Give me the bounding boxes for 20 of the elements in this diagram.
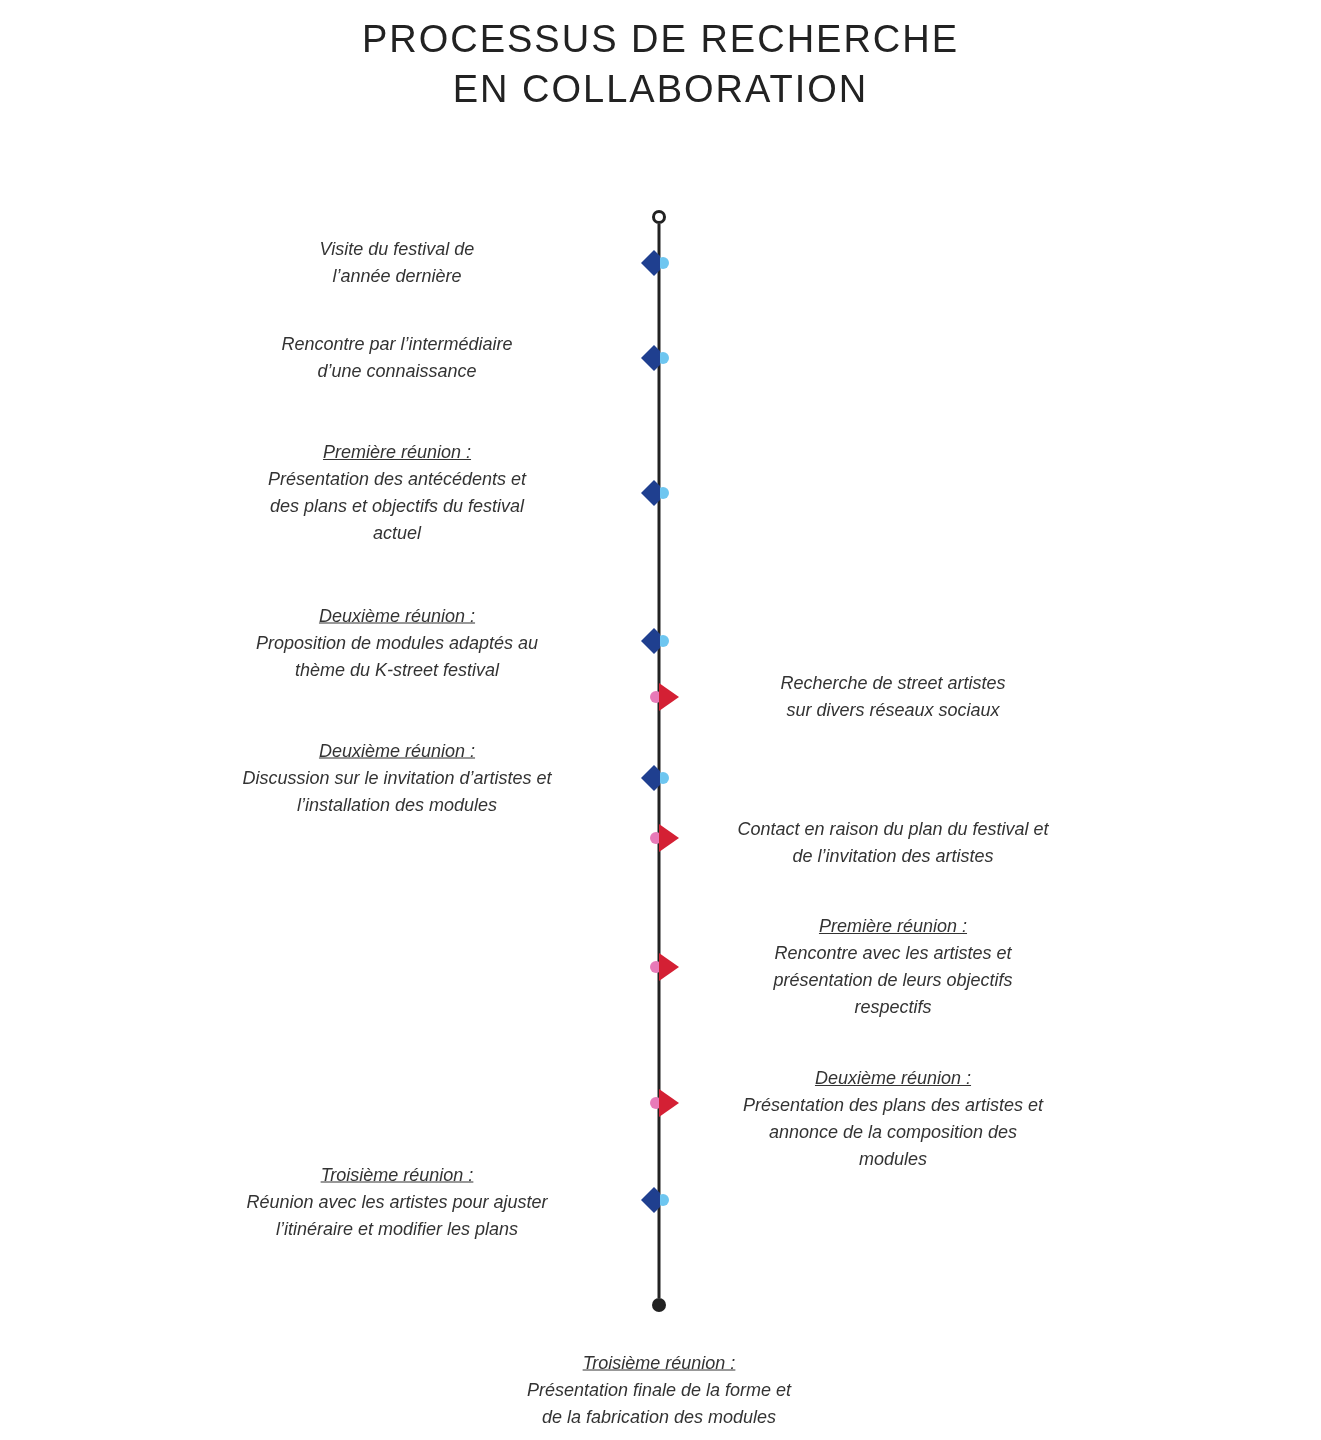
step-heading: Troisième réunion : <box>319 1163 475 1187</box>
step-heading: Deuxième réunion : <box>317 739 477 763</box>
step-text: Réunion avec les artistes pour ajuster l’itinéraire et modifier les plans <box>245 1190 549 1241</box>
step-text: Recherche de street artistes sur divers réseaux sociaux <box>779 672 1007 722</box>
step-text: Discussion sur le invitation d’artistes et l’installation des modules <box>241 766 553 817</box>
step-heading: Troisième réunion : <box>581 1351 737 1375</box>
step-text: Présentation finale de la forme et de la fabrication des modules <box>525 1378 793 1429</box>
step-text: Présentation des plans des artistes et annonce de la composition des modules <box>741 1094 1045 1171</box>
step-text: Présentation des antécédents et des plans et objectifs du festival actuel <box>266 468 528 545</box>
title: PROCESSUS DE RECHERCHE EN COLLABORATION <box>360 17 961 112</box>
step-text: Rencontre avec les artistes et présentation de leurs objectifs respectifs <box>772 942 1014 1019</box>
step-heading: Première réunion : <box>321 441 473 464</box>
timeline-line <box>657 224 661 1298</box>
step-text: Contact en raison du plan du festival et de l’invitation des artistes <box>736 818 1050 868</box>
step-heading: Deuxième réunion : <box>317 604 477 628</box>
step-text: Rencontre par l’intermédiaire d’une connaissance <box>280 333 514 383</box>
step-heading: Deuxième réunion : <box>813 1067 973 1090</box>
step-text: Proposition de modules adaptés au thème du K-street festival <box>254 631 540 682</box>
step-heading: Première réunion : <box>817 915 969 938</box>
step-text: Visite du festival de l’année dernière <box>318 238 476 288</box>
